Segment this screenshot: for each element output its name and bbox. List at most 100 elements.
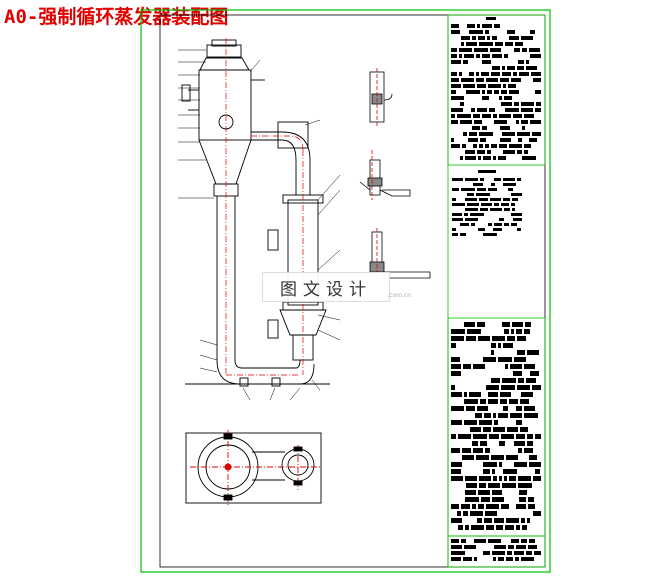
table-cell-fill (513, 371, 522, 376)
table-cell-fill (505, 42, 513, 46)
table-cell-fill (476, 54, 480, 58)
table-cell-fill (505, 525, 514, 530)
table-cell-fill (503, 343, 513, 348)
drawing-border-inner (159, 14, 546, 568)
table-cell-fill (470, 511, 483, 516)
table-cell-fill (501, 385, 515, 390)
table-cell-fill (481, 72, 489, 76)
table-cell-fill (524, 114, 534, 118)
table-cell-fill (504, 208, 510, 211)
table-cell-fill (478, 156, 481, 160)
table-cell-fill (478, 36, 485, 40)
table-cell-fill (491, 343, 496, 348)
table-cell-fill (460, 120, 472, 124)
table-cell-fill (527, 518, 530, 523)
table-cell-fill (490, 48, 501, 52)
table-cell-fill (451, 108, 463, 112)
table-cell-fill (492, 490, 502, 495)
table-cell-fill (509, 476, 516, 481)
table-cell-fill (500, 138, 511, 142)
table-cell-fill (473, 448, 483, 453)
table-cell-fill (488, 84, 501, 88)
table-cell-fill (494, 120, 507, 124)
table-cell-fill (493, 114, 497, 118)
table-cell-fill (506, 557, 513, 561)
table-cell-fill (527, 441, 533, 446)
table-cell-fill (480, 441, 487, 446)
table-cell-fill (479, 42, 493, 46)
table-cell-fill (504, 476, 507, 481)
table-cell-fill (521, 102, 534, 106)
table-cell-fill (451, 518, 462, 523)
table-cell-fill (474, 48, 488, 52)
table-cell-fill (482, 114, 491, 118)
table-cell-fill (452, 198, 456, 201)
table-cell-fill (533, 511, 541, 516)
table-cell-fill (451, 329, 465, 334)
table-cell-fill (483, 469, 490, 474)
table-cell-fill (451, 545, 462, 549)
table-cell-fill (494, 90, 499, 94)
table-cell-fill (461, 539, 466, 543)
table-cell-fill (451, 54, 457, 58)
table-cell-fill (499, 218, 504, 221)
table-cell-fill (482, 24, 492, 28)
table-cell-fill (521, 557, 534, 561)
table-cell-fill (460, 223, 469, 226)
table-cell-fill (451, 24, 459, 28)
table-cell-fill (484, 413, 491, 418)
table-cell-fill (502, 66, 505, 70)
table-cell-fill (517, 336, 526, 341)
table-cell-fill (470, 427, 481, 432)
table-cell-fill (503, 406, 508, 411)
table-cell-fill (451, 392, 462, 397)
table-cell-fill (480, 178, 484, 181)
table-cell-fill (451, 385, 455, 390)
table-cell-fill (474, 557, 477, 561)
table-cell-fill (451, 357, 460, 362)
table-cell-fill (499, 476, 502, 481)
table-cell-fill (504, 329, 509, 334)
table-cell-fill (499, 114, 511, 118)
table-cell-fill (481, 497, 490, 502)
top-view (185, 430, 322, 505)
table-cell-fill (477, 518, 482, 523)
table-cell-fill (524, 144, 531, 148)
table-cell-fill (516, 420, 522, 425)
table-cell-fill (483, 357, 496, 362)
table-cell-fill (529, 462, 541, 467)
table-cell-fill (480, 399, 486, 404)
table-cell-fill (522, 126, 525, 130)
table-cell-fill (492, 36, 497, 40)
table-cell-fill (511, 203, 515, 206)
table-cell-fill (508, 188, 513, 191)
table-cell-fill (486, 525, 494, 530)
table-cell-fill (463, 60, 468, 64)
table-cell-fill (470, 213, 484, 216)
table-cell-fill (467, 203, 479, 206)
table-cell-fill (480, 208, 488, 211)
table-cell-fill (451, 448, 460, 453)
table-cell-fill (451, 476, 463, 481)
table-cell-fill (493, 413, 496, 418)
drawing-title: A0-强制循环蒸发器装配图 (4, 6, 229, 28)
table-cell-fill (526, 551, 532, 555)
table-cell-fill (451, 469, 461, 474)
table-cell-fill (483, 551, 490, 555)
table-cell-fill (451, 120, 458, 124)
table-cell-fill (500, 126, 510, 130)
table-cell-fill (483, 462, 497, 467)
table-cell-fill (472, 504, 476, 509)
table-cell-fill (502, 483, 516, 488)
table-cell-fill (518, 448, 522, 453)
table-cell-fill (519, 497, 526, 502)
table-cell-fill (482, 90, 485, 94)
table-cell-fill (529, 48, 540, 52)
table-cell-fill (507, 551, 512, 555)
table-cell-fill (501, 434, 514, 439)
table-cell-fill (478, 504, 484, 509)
table-cell-fill (473, 364, 485, 369)
table-cell-fill (451, 557, 461, 561)
table-cell-fill (489, 434, 499, 439)
technical-requirements (452, 170, 522, 236)
